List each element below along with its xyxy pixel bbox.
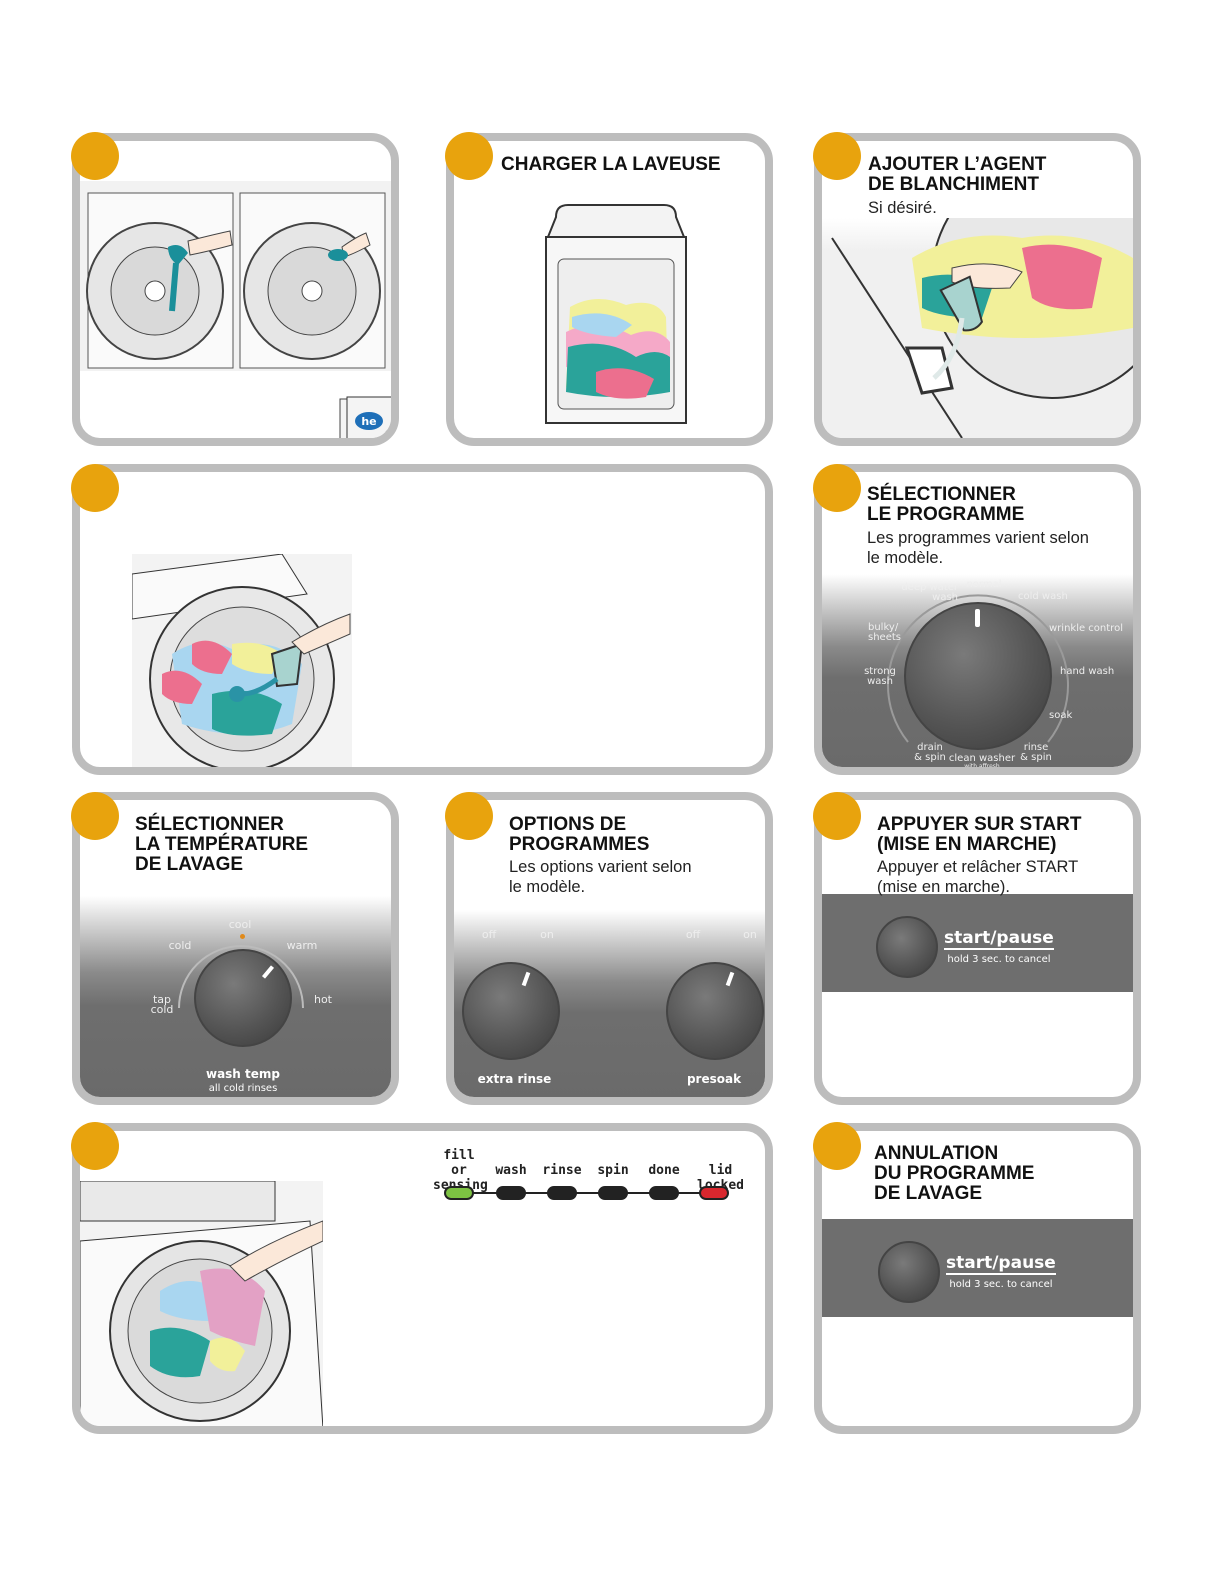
step-dot-6	[71, 792, 119, 840]
temp-label-warm: warm	[286, 939, 318, 952]
step-dot-10	[813, 1122, 861, 1170]
step-dot-7	[445, 792, 493, 840]
status-indicators: fill or sensing wash rinse spin done lid…	[433, 1143, 753, 1213]
dial-label-hand: hand wash	[1060, 666, 1115, 677]
he-logo-box: he he	[346, 396, 391, 438]
option2-off: off	[685, 928, 701, 941]
cancel-control-panel	[822, 1219, 1133, 1317]
load-title: CHARGER LA LAVEUSE	[501, 154, 721, 175]
indicator-light-spin	[598, 1186, 628, 1200]
indicator-light-wash	[496, 1186, 526, 1200]
dial-label-drain: drain & spin	[914, 742, 946, 763]
panel-add-detergent: he he	[72, 133, 399, 446]
temp-dial[interactable]	[194, 949, 292, 1047]
svg-text:he: he	[361, 415, 376, 428]
indicator-light-rinse	[547, 1186, 577, 1200]
panel-add-softener	[72, 464, 773, 775]
panel-select-cycle: SÉLECTIONNER LE PROGRAMME Les programmes…	[814, 464, 1141, 775]
start-pause-sublabel: hold 3 sec. to cancel	[947, 954, 1051, 965]
indicator-label-spin: spin	[597, 1163, 629, 1178]
panel-add-clothes: fill or sensing wash rinse spin done lid…	[72, 1123, 773, 1434]
start-control-panel	[822, 894, 1133, 992]
dial-label-soak: soak	[1049, 710, 1073, 721]
washer-load-illustration	[545, 204, 687, 424]
dial-label-bulky: bulky/ sheets	[868, 622, 901, 643]
step-dot-2	[445, 132, 493, 180]
indicator-light-done	[649, 1186, 679, 1200]
detergent-illustration	[80, 181, 391, 438]
bleach-title: AJOUTER L’AGENT DE BLANCHIMENT	[868, 154, 1047, 195]
options-subtitle: Les options varient selon le modèle.	[509, 858, 692, 896]
indicator-label-wash: wash	[495, 1163, 527, 1178]
panel-cycle-options: OPTIONS DE PROGRAMMES Les options varien…	[446, 792, 773, 1105]
temp-dial-arc	[178, 945, 304, 1009]
start-subtitle: Appuyer et relâcher START (mise en march…	[877, 858, 1079, 896]
temp-knob-label: wash temp	[205, 1067, 280, 1081]
dial-label-clean-sub: with affresh	[964, 763, 1000, 770]
step-dot-1	[71, 132, 119, 180]
cancel-start-pause-label: start/pause	[946, 1253, 1056, 1275]
panel-add-bleach: AJOUTER L’AGENT DE BLANCHIMENT Si désiré…	[814, 133, 1141, 446]
dial-label-wrinkle: wrinkle control	[1049, 623, 1123, 634]
dial-label-cold-wash: cold wash	[1018, 591, 1068, 602]
temp-marker	[240, 934, 245, 939]
bleach-subtitle: Si désiré.	[868, 199, 937, 217]
option2-on: on	[743, 928, 757, 941]
dial-label-strong: strong wash	[864, 666, 896, 687]
bleach-illustration	[822, 218, 1133, 438]
temp-label-tap-cold: tap cold	[150, 993, 174, 1016]
dial-label-rinse: rinse & spin	[1020, 742, 1052, 763]
step-dot-4	[71, 464, 119, 512]
dial-label-normal: normal	[966, 579, 1002, 590]
options-title: OPTIONS DE PROGRAMMES	[509, 814, 650, 855]
temp-title: SÉLECTIONNER LA TEMPÉRATURE DE LAVAGE	[135, 814, 309, 875]
cancel-title: ANNULATION DU PROGRAMME DE LAVAGE	[874, 1143, 1035, 1204]
cycle-dial-arc	[887, 594, 1069, 743]
cancel-start-pause-sublabel: hold 3 sec. to cancel	[949, 1279, 1053, 1290]
presoak-knob[interactable]	[666, 962, 764, 1060]
indicator-light-lid-locked	[699, 1186, 729, 1200]
panel-load-washer: CHARGER LA LAVEUSE	[446, 133, 773, 446]
step-dot-5	[813, 464, 861, 512]
presoak-label: presoak	[686, 1072, 742, 1086]
panel-cancel-cycle: ANNULATION DU PROGRAMME DE LAVAGE start/…	[814, 1123, 1141, 1434]
start-title: APPUYER SUR START (MISE EN MARCHE)	[877, 814, 1082, 855]
cycle-dial[interactable]	[904, 602, 1052, 750]
start-pause-label: start/pause	[944, 928, 1054, 950]
temp-label-hot: hot	[313, 993, 332, 1006]
start-pause-button[interactable]	[876, 916, 938, 978]
temp-label-cold: cold	[168, 939, 192, 952]
indicator-label-done: done	[648, 1163, 680, 1178]
dial-label-clean: clean washer	[948, 753, 1016, 764]
panel-select-temp: SÉLECTIONNER LA TEMPÉRATURE DE LAVAGE co…	[72, 792, 399, 1105]
step-dot-8	[813, 792, 861, 840]
indicator-light-fill	[444, 1186, 474, 1200]
option1-on: on	[540, 928, 554, 941]
indicator-label-rinse: rinse	[542, 1163, 582, 1178]
extra-rinse-knob[interactable]	[462, 962, 560, 1060]
cycle-title: SÉLECTIONNER LE PROGRAMME	[867, 484, 1025, 525]
cancel-start-pause-button[interactable]	[878, 1241, 940, 1303]
option1-off: off	[481, 928, 497, 941]
extra-rinse-label: extra rinse	[477, 1072, 552, 1086]
step-dot-3	[813, 132, 861, 180]
temp-label-cool: cool	[228, 918, 252, 931]
dial-label-deep-water: deep water wash	[901, 582, 958, 603]
temp-knob-sublabel: all cold rinses	[208, 1083, 278, 1094]
add-clothes-illustration	[80, 1181, 323, 1426]
panel-press-start: APPUYER SUR START (MISE EN MARCHE) Appuy…	[814, 792, 1141, 1105]
softener-illustration	[132, 554, 352, 767]
cycle-subtitle: Les programmes varient selon le modèle.	[867, 529, 1089, 567]
step-dot-9	[71, 1122, 119, 1170]
